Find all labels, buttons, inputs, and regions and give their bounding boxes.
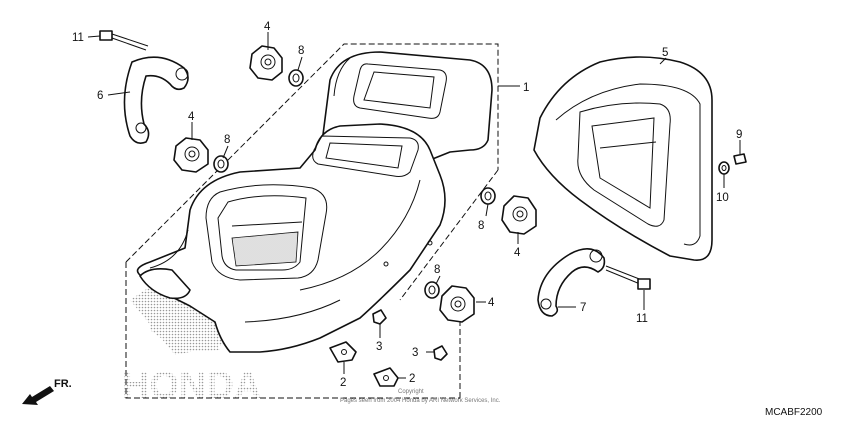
callout-4-right-lower: 4 [488, 297, 495, 309]
callout-labels: 11 6 4 8 4 8 1 5 9 10 8 4 8 4 7 11 3 3 2… [72, 21, 742, 389]
passenger-backrest [533, 56, 713, 261]
diagram-code: MCABF2200 [765, 407, 823, 418]
bolt-top-left [99, 30, 149, 51]
knob-right-lower [439, 285, 475, 323]
leader-lines [87, 32, 741, 379]
callout-4-left: 4 [188, 111, 195, 123]
callout-3-left: 3 [376, 341, 382, 353]
copyright-text: Pages seen from 2004 Honda by ARI Networ… [340, 398, 501, 404]
callout-9: 9 [736, 129, 742, 141]
clip-3-right [433, 345, 448, 361]
knob-mid-left [173, 137, 209, 173]
callout-8-top: 8 [298, 45, 304, 57]
screw-9 [733, 153, 747, 165]
bracket-2-left [329, 341, 357, 363]
callout-2-left: 2 [340, 377, 346, 389]
clip-3-left [372, 309, 387, 325]
grab-handle-left [123, 56, 189, 144]
bolt-right [605, 265, 651, 290]
watermark-text: HONDA [122, 365, 261, 407]
callout-11-top: 11 [72, 32, 84, 44]
copyright-heading: Copyright [398, 389, 424, 395]
grab-handle-right [537, 248, 606, 317]
callout-8-left: 8 [224, 134, 230, 146]
callout-2-right: 2 [409, 373, 415, 385]
callout-8-right-upper: 8 [478, 220, 484, 232]
front-direction-indicator: FR. [22, 378, 72, 405]
callout-1: 1 [523, 82, 529, 94]
callout-3-right: 3 [412, 347, 418, 359]
callout-10: 10 [716, 192, 729, 204]
washer-right-upper [480, 187, 496, 205]
washer-mid-left [213, 155, 229, 173]
front-arrow-icon [22, 386, 54, 405]
knob-right-upper [501, 195, 537, 235]
washer-top [288, 69, 304, 87]
callout-5: 5 [662, 47, 668, 59]
callout-4-right-upper: 4 [514, 247, 521, 259]
washer-10 [718, 161, 730, 175]
callout-6: 6 [97, 90, 103, 102]
knob-top [249, 45, 283, 81]
callout-11-right: 11 [636, 313, 648, 325]
washer-right-lower [424, 281, 440, 299]
callout-4-top: 4 [264, 21, 271, 33]
copyright-notice: Copyright Pages seen from 2004 Honda by … [340, 389, 501, 404]
bracket-2-right [373, 367, 399, 387]
callout-7: 7 [580, 302, 586, 314]
front-label: FR. [54, 378, 72, 390]
main-seat [136, 51, 493, 353]
callout-8-right-lower: 8 [434, 264, 440, 276]
